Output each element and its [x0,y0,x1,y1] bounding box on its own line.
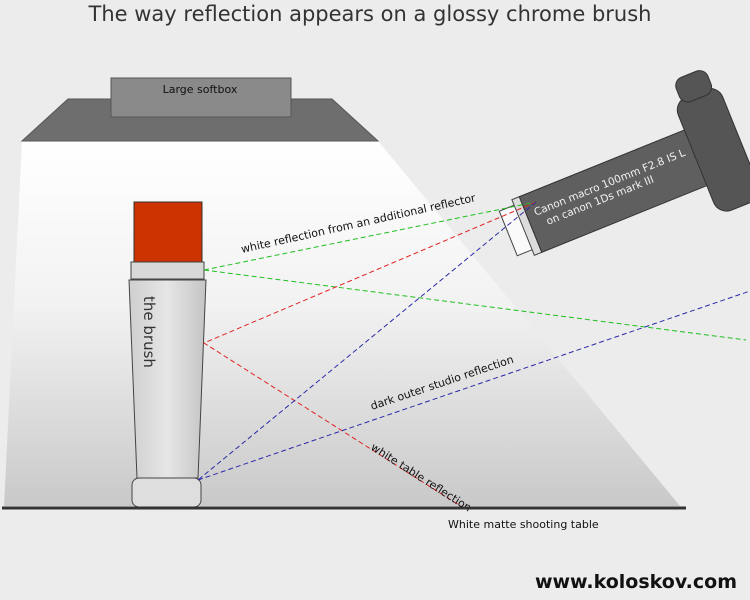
studio-ray-to-camera [197,201,537,481]
reflector-ray-to-camera [203,201,537,271]
brush-base [131,477,202,508]
brush: the brush [128,201,207,508]
reflection-rays [197,201,750,508]
table-reflection-ray [202,201,537,508]
camera-grip [675,70,713,103]
brush-label: the brush [140,296,158,368]
brush-cap [133,201,203,263]
studio-ray-outer [197,290,750,481]
reflector-ray-outer [203,269,747,341]
website-url[interactable]: www.koloskov.com [535,571,737,593]
diagram-title: The way reflection appears on a glossy c… [88,2,652,26]
brush-handle [128,279,207,479]
table-label: White matte shooting table [448,518,599,531]
softbox-label: Large softbox [163,83,238,96]
softbox-top-panel [110,77,292,118]
brush-ring [130,261,205,280]
